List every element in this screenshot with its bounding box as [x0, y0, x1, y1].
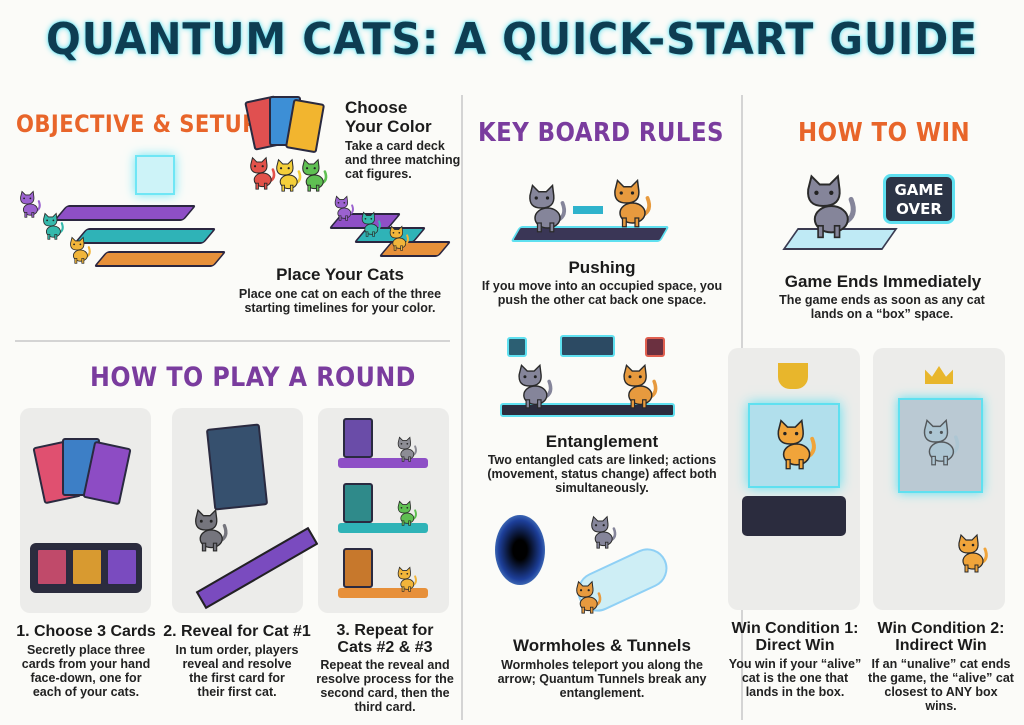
step-2-illustration — [172, 408, 319, 613]
rule-title: Entanglement — [545, 432, 659, 451]
arrow-icon — [573, 206, 603, 214]
rule-desc: If you move into an occupied space, you … — [481, 279, 723, 307]
cards-and-cats-illustration — [244, 93, 339, 198]
indirect-win-illustration — [873, 348, 1005, 610]
direct-win-illustration — [728, 348, 860, 610]
rule-title: Pushing — [568, 258, 636, 277]
choose-color-title-line: Your Color — [345, 117, 432, 136]
choose-color-title-line: Choose — [345, 98, 408, 117]
cat-icon — [795, 173, 861, 239]
step-3: 3. Repeat for Cats #2 & #3 Repeat the re… — [315, 622, 455, 714]
rules-heading: KEY BOARD RULES — [478, 118, 724, 148]
step-title: 1. Choose 3 Cards — [16, 623, 156, 640]
game-over-bubble: GAME OVER — [883, 174, 955, 224]
win-condition-desc: If an “unalive” cat ends the game, the “… — [868, 657, 1014, 713]
choose-color-title: Choose Your Color — [345, 98, 432, 136]
win-condition-title: Win Condition 1: Direct Win — [731, 620, 859, 654]
win-heading: HOW TO WIN — [798, 118, 971, 148]
cat-icon — [768, 418, 820, 470]
cat-icon — [393, 436, 419, 462]
step-1: 1. Choose 3 Cards Secretly place three c… — [12, 622, 160, 699]
round-heading: HOW TO PLAY A ROUND — [90, 362, 416, 393]
crown-icon — [925, 366, 953, 384]
step-title: 3. Repeat for Cats #2 & #3 — [336, 622, 434, 656]
section-divider — [15, 340, 450, 342]
step-desc: In tum order, players reveal and resolve… — [175, 643, 299, 699]
pushing-illustration — [505, 178, 675, 253]
win-condition-desc: You win if your “alive” cat is the one t… — [728, 657, 862, 699]
step-desc: Repeat the reveal and resolve process fo… — [316, 658, 454, 714]
step-3-illustration — [318, 408, 449, 613]
step-1-illustration — [20, 408, 151, 613]
place-cats-title: Place Your Cats — [276, 265, 404, 284]
win-condition-1: Win Condition 1: Direct Win You win if y… — [724, 620, 866, 699]
choose-color-desc: Take a card deck and three matching cat … — [345, 139, 461, 181]
rule-title: Wormholes & Tunnels — [513, 636, 691, 655]
cat-icon — [385, 225, 411, 251]
entanglement-illustration — [495, 333, 680, 423]
wormhole-icon — [495, 515, 545, 585]
cat-icon — [330, 195, 356, 221]
rule-desc: Wormholes teleport you along the arrow; … — [497, 658, 707, 700]
step-2: 2. Reveal for Cat #1 In tum order, playe… — [162, 622, 312, 699]
quantum-box-icon — [135, 155, 175, 195]
wormhole-illustration — [490, 505, 690, 620]
cat-icon — [510, 363, 556, 409]
game-ends-title: Game Ends Immediately — [784, 272, 982, 291]
starting-timelines-illustration — [315, 195, 455, 265]
cat-icon — [393, 500, 419, 526]
cat-icon — [357, 211, 383, 237]
column-divider — [461, 95, 463, 720]
cat-icon — [187, 508, 231, 552]
cat-icon — [296, 155, 330, 195]
win-condition-2: Win Condition 2: Indirect Win If an “una… — [868, 620, 1014, 713]
game-ends-desc: The game ends as soon as any cat lands o… — [779, 293, 985, 321]
win-condition-title: Win Condition 2: Indirect Win — [877, 620, 1005, 654]
setup-heading: OBJECTIVE & SETUP — [16, 110, 259, 138]
cat-icon — [38, 212, 66, 240]
page-title: QUANTUM CATS: A QUICK-START GUIDE — [46, 14, 978, 65]
game-over-illustration: GAME OVER — [780, 168, 970, 260]
step-desc: Secretly place three cards from your han… — [21, 643, 151, 699]
trophy-icon — [778, 363, 808, 389]
cat-icon — [570, 580, 604, 614]
rule-desc: Two entangled cats are linked; actions (… — [487, 453, 717, 495]
ghost-cat-icon — [915, 418, 963, 466]
cat-icon — [393, 566, 419, 592]
cat-icon — [585, 515, 619, 549]
place-cats-desc: Place one cat on each of the three start… — [238, 287, 442, 315]
cat-icon — [615, 363, 661, 409]
cat-icon — [65, 236, 93, 264]
board-illustration — [10, 150, 227, 280]
step-title: 2. Reveal for Cat #1 — [163, 623, 311, 640]
cat-icon — [520, 183, 570, 233]
cat-icon — [605, 178, 655, 228]
cat-icon — [951, 533, 991, 573]
